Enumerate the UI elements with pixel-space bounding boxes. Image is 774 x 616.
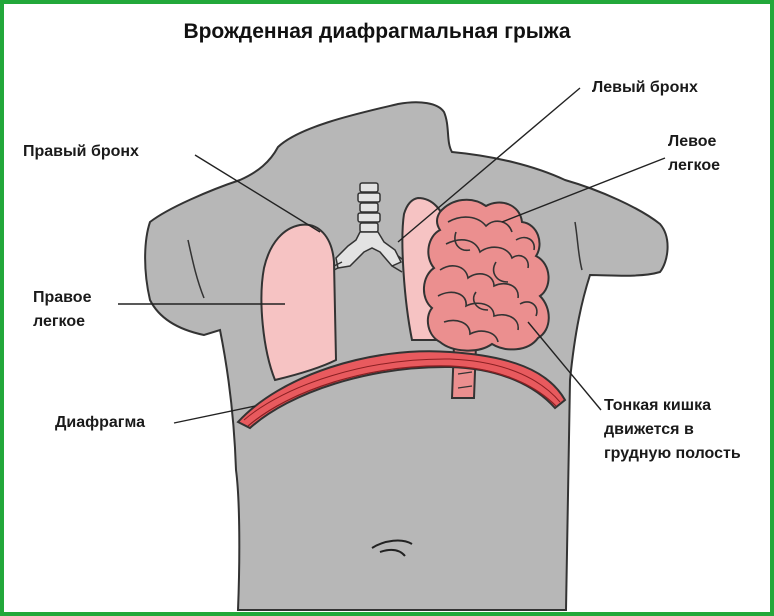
label-right-bronchus: Правый бронх	[23, 143, 139, 160]
label-diaphragm: Диафрагма	[55, 414, 145, 431]
leader-diaphragm	[173, 405, 256, 424]
label-right-lung-line-2: легкое	[33, 313, 85, 330]
label-right-lung: Правое легкое	[33, 286, 91, 334]
right-armpit-crease	[574, 221, 583, 271]
trachea	[329, 182, 407, 273]
label-left-lung: Левое легкое	[668, 130, 720, 178]
page-title: Врожденная диафрагмальная грыжа	[183, 20, 571, 43]
leader-intestine	[527, 321, 602, 411]
leader-left-bronchus	[397, 87, 581, 243]
label-intestine-line-1: Тонкая кишка	[604, 397, 711, 414]
label-intestine-line-3: грудную полость	[604, 445, 741, 462]
right-lung-shape	[260, 223, 338, 382]
label-intestine-line-2: движется в	[604, 421, 694, 438]
label-left-lung-line-2: легкое	[668, 157, 720, 174]
navel	[371, 539, 413, 557]
label-right-lung-line-1: Правое	[33, 289, 92, 306]
leader-left-lung	[501, 157, 666, 223]
leader-right-bronchus	[194, 154, 321, 233]
intestine-folds	[437, 216, 538, 343]
label-left-bronchus: Левый бронх	[592, 79, 698, 96]
left-armpit-crease	[187, 239, 205, 299]
label-small-intestine: Тонкая кишка движется в грудную полость	[604, 394, 741, 466]
label-left-lung-line-1: Левое	[668, 133, 717, 150]
leader-lines	[118, 87, 666, 424]
